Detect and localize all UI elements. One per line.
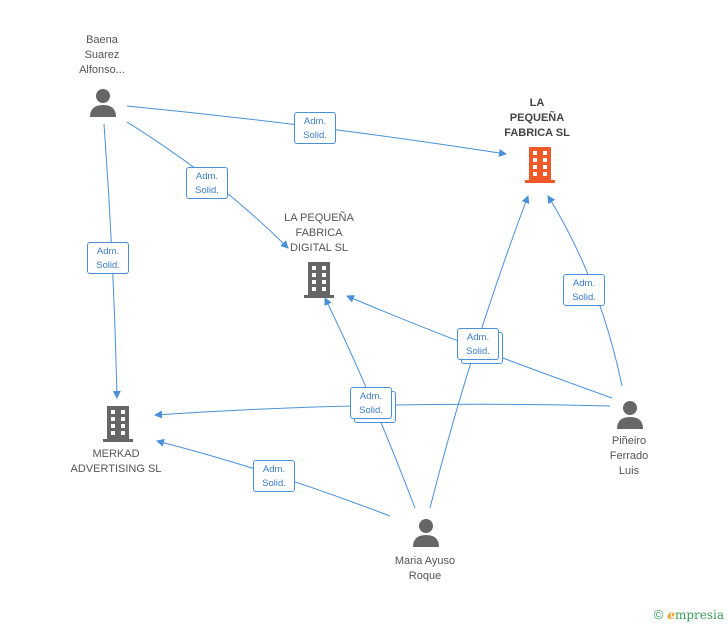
node-label-baena[interactable]: Baena Suarez Alfonso... <box>79 34 125 76</box>
empresia-watermark: ©empresia <box>654 607 724 622</box>
edge-label-adm-solid[interactable]: Adm. Solid. <box>253 460 295 492</box>
edge-label-adm-solid[interactable]: Adm. Solid. <box>563 274 605 306</box>
edge-label-adm-solid-stacked[interactable]: Adm. Solid. <box>350 387 392 419</box>
building-icon[interactable] <box>103 406 133 442</box>
edge-label-adm-solid-stacked[interactable]: Adm. Solid. <box>457 328 499 360</box>
copyright-symbol: © <box>653 607 664 622</box>
node-label-maria[interactable]: Maria Ayuso Roque <box>394 555 456 582</box>
person-icon[interactable] <box>89 88 117 118</box>
person-icon[interactable] <box>616 400 644 430</box>
node-label-la-pequena-fabrica[interactable]: LA PEQUEÑA FABRICA SL <box>504 97 570 139</box>
node-label-merkad[interactable]: MERKAD ADVERTISING SL <box>70 448 162 475</box>
edge-label-adm-solid[interactable]: Adm. Solid. <box>294 112 336 144</box>
node-label-la-pequena-digital[interactable]: LA PEQUEÑA FABRICA DIGITAL SL <box>284 212 354 254</box>
building-icon-main[interactable] <box>525 147 555 183</box>
edge-label-adm-solid[interactable]: Adm. Solid. <box>186 167 228 199</box>
building-icon[interactable] <box>304 262 334 298</box>
brand-logo-e: e <box>667 608 675 622</box>
edge-label-adm-solid[interactable]: Adm. Solid. <box>87 242 129 274</box>
person-icon[interactable] <box>412 518 440 548</box>
node-label-pineiro[interactable]: Piñeiro Ferrado Luis <box>609 435 649 477</box>
brand-logo-text: mpresia <box>674 608 724 622</box>
